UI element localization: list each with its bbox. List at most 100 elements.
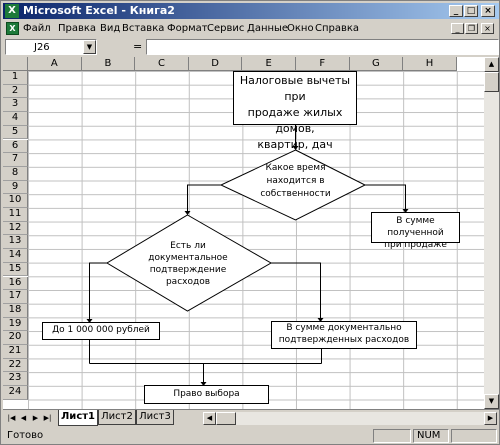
row-header[interactable]: 23 <box>3 372 28 387</box>
select-all-corner[interactable] <box>3 57 28 71</box>
minimize-button[interactable]: _ <box>449 5 463 17</box>
row-header[interactable]: 6 <box>3 139 28 154</box>
scroll-right-icon[interactable]: ▶ <box>484 412 497 425</box>
row-header[interactable]: 5 <box>3 125 28 140</box>
window-title: Microsoft Excel - Книга2 <box>23 4 175 17</box>
row-header[interactable]: 16 <box>3 276 28 291</box>
start-box[interactable] <box>233 71 357 125</box>
doc-restore-button[interactable]: ❐ <box>465 23 478 34</box>
doc-box-line1: В сумме документально <box>286 323 402 333</box>
first-sheet-icon[interactable]: |◀ <box>7 414 16 422</box>
row-header[interactable]: 15 <box>3 262 28 277</box>
decision1-line3: собственности <box>260 189 331 199</box>
decision-ownership-period[interactable] <box>219 149 367 221</box>
tab-sheet2[interactable]: Лист2 <box>98 410 136 425</box>
row-header[interactable]: 24 <box>3 386 28 400</box>
column-header[interactable]: B <box>81 57 136 71</box>
menu-file[interactable]: Файл <box>23 23 51 34</box>
status-bar: Готово NUM <box>3 427 499 444</box>
menu-data[interactable]: Данные <box>247 23 289 34</box>
start-text-line2: продаже жилых домов, <box>247 106 343 135</box>
decision1-line1: Какое время <box>265 163 326 173</box>
row-header[interactable]: 13 <box>3 235 28 250</box>
choice-box[interactable] <box>144 385 269 404</box>
name-box[interactable]: J26 ▼ <box>5 39 97 55</box>
menu-edit[interactable]: Правка <box>58 23 97 34</box>
column-header[interactable]: A <box>28 57 82 71</box>
sheet-tab-bar: |◀ ◀ ▶ ▶| Лист1 Лист2 Лист3 ◀ ▶ <box>3 409 499 426</box>
doc-minimize-button[interactable]: _ <box>451 23 464 34</box>
next-sheet-icon[interactable]: ▶ <box>32 414 39 422</box>
column-header[interactable]: D <box>188 57 243 71</box>
row-header[interactable]: 22 <box>3 358 28 373</box>
decision-documented-expenses[interactable] <box>106 214 273 312</box>
tab-sheet3[interactable]: Лист3 <box>136 410 174 425</box>
status-panel-empty <box>373 429 411 443</box>
chevron-down-icon[interactable]: ▼ <box>83 40 96 54</box>
equals-icon[interactable]: = <box>133 40 143 53</box>
row-header[interactable]: 2 <box>3 84 28 99</box>
row-header[interactable]: 1 <box>3 71 28 85</box>
start-box-text: Налоговые вычеты при продаже жилых домов… <box>233 73 357 153</box>
right-box-line1: В сумме полученной <box>387 216 444 238</box>
doc-box-line2: подтвержденных расходов <box>278 335 410 345</box>
formula-input[interactable] <box>146 39 499 55</box>
received-sum-box[interactable] <box>371 212 460 243</box>
doc-box-text: В сумме документально подтвержденных рас… <box>271 322 417 346</box>
row-header[interactable]: 21 <box>3 345 28 359</box>
scroll-thumb[interactable] <box>484 72 499 92</box>
decision1-text: Какое время находится в собственности <box>243 162 348 201</box>
workbook-icon[interactable]: X <box>6 22 19 35</box>
limit-box[interactable] <box>42 322 160 340</box>
horizontal-scrollbar[interactable]: ◀ ▶ <box>203 412 497 425</box>
row-header[interactable]: 17 <box>3 290 28 304</box>
prev-sheet-icon[interactable]: ◀ <box>20 414 27 422</box>
maximize-button[interactable]: □ <box>464 5 478 17</box>
hscroll-thumb[interactable] <box>216 412 236 425</box>
row-header[interactable]: 7 <box>3 153 28 167</box>
tab-sheet1[interactable]: Лист1 <box>58 410 98 426</box>
row-header[interactable]: 3 <box>3 98 28 113</box>
close-button[interactable]: × <box>481 5 495 17</box>
doc-close-button[interactable]: × <box>481 23 494 34</box>
row-header[interactable]: 10 <box>3 194 28 208</box>
row-header[interactable]: 9 <box>3 180 28 195</box>
decision2-line4: расходов <box>165 277 211 287</box>
column-header[interactable]: C <box>135 57 189 71</box>
row-header[interactable]: 14 <box>3 249 28 263</box>
title-bar[interactable]: X Microsoft Excel - Книга2 _ □ × <box>3 3 499 19</box>
menu-format[interactable]: Формат <box>167 23 208 34</box>
row-header[interactable]: 8 <box>3 166 28 181</box>
decision2-line2: документальное <box>148 253 228 263</box>
decision2-line1: Есть ли <box>170 241 206 251</box>
vertical-scrollbar[interactable]: ▲ ▼ <box>484 57 499 409</box>
excel-icon[interactable]: X <box>5 4 19 18</box>
scroll-left-icon[interactable]: ◀ <box>203 412 216 425</box>
menu-insert[interactable]: Вставка <box>122 23 165 34</box>
row-header[interactable]: 11 <box>3 208 28 222</box>
scroll-down-icon[interactable]: ▼ <box>484 394 499 409</box>
status-ready: Готово <box>7 430 44 441</box>
row-header[interactable]: 12 <box>3 221 28 236</box>
limit-box-text: До 1 000 000 рублей <box>52 325 150 335</box>
column-header[interactable]: G <box>349 57 404 71</box>
row-header[interactable]: 19 <box>3 317 28 332</box>
name-box-value: J26 <box>34 42 50 53</box>
column-header[interactable]: F <box>296 57 350 71</box>
menu-help[interactable]: Справка <box>315 23 360 34</box>
last-sheet-icon[interactable]: ▶| <box>43 414 52 422</box>
menu-tools[interactable]: Сервис <box>207 23 245 34</box>
row-header[interactable]: 20 <box>3 331 28 345</box>
column-header[interactable]: E <box>242 57 296 71</box>
column-header[interactable]: H <box>403 57 457 71</box>
menu-window[interactable]: Окно <box>287 23 314 34</box>
row-header[interactable]: 4 <box>3 112 28 126</box>
start-text-line3: квартир, дач <box>257 138 333 151</box>
documented-expenses-box[interactable] <box>271 321 417 349</box>
row-header[interactable]: 18 <box>3 303 28 318</box>
scroll-up-icon[interactable]: ▲ <box>484 57 499 72</box>
decision2-line3: подтверждение <box>149 265 227 275</box>
menu-view[interactable]: Вид <box>100 23 121 34</box>
decision1-line2: находится в <box>266 176 325 186</box>
